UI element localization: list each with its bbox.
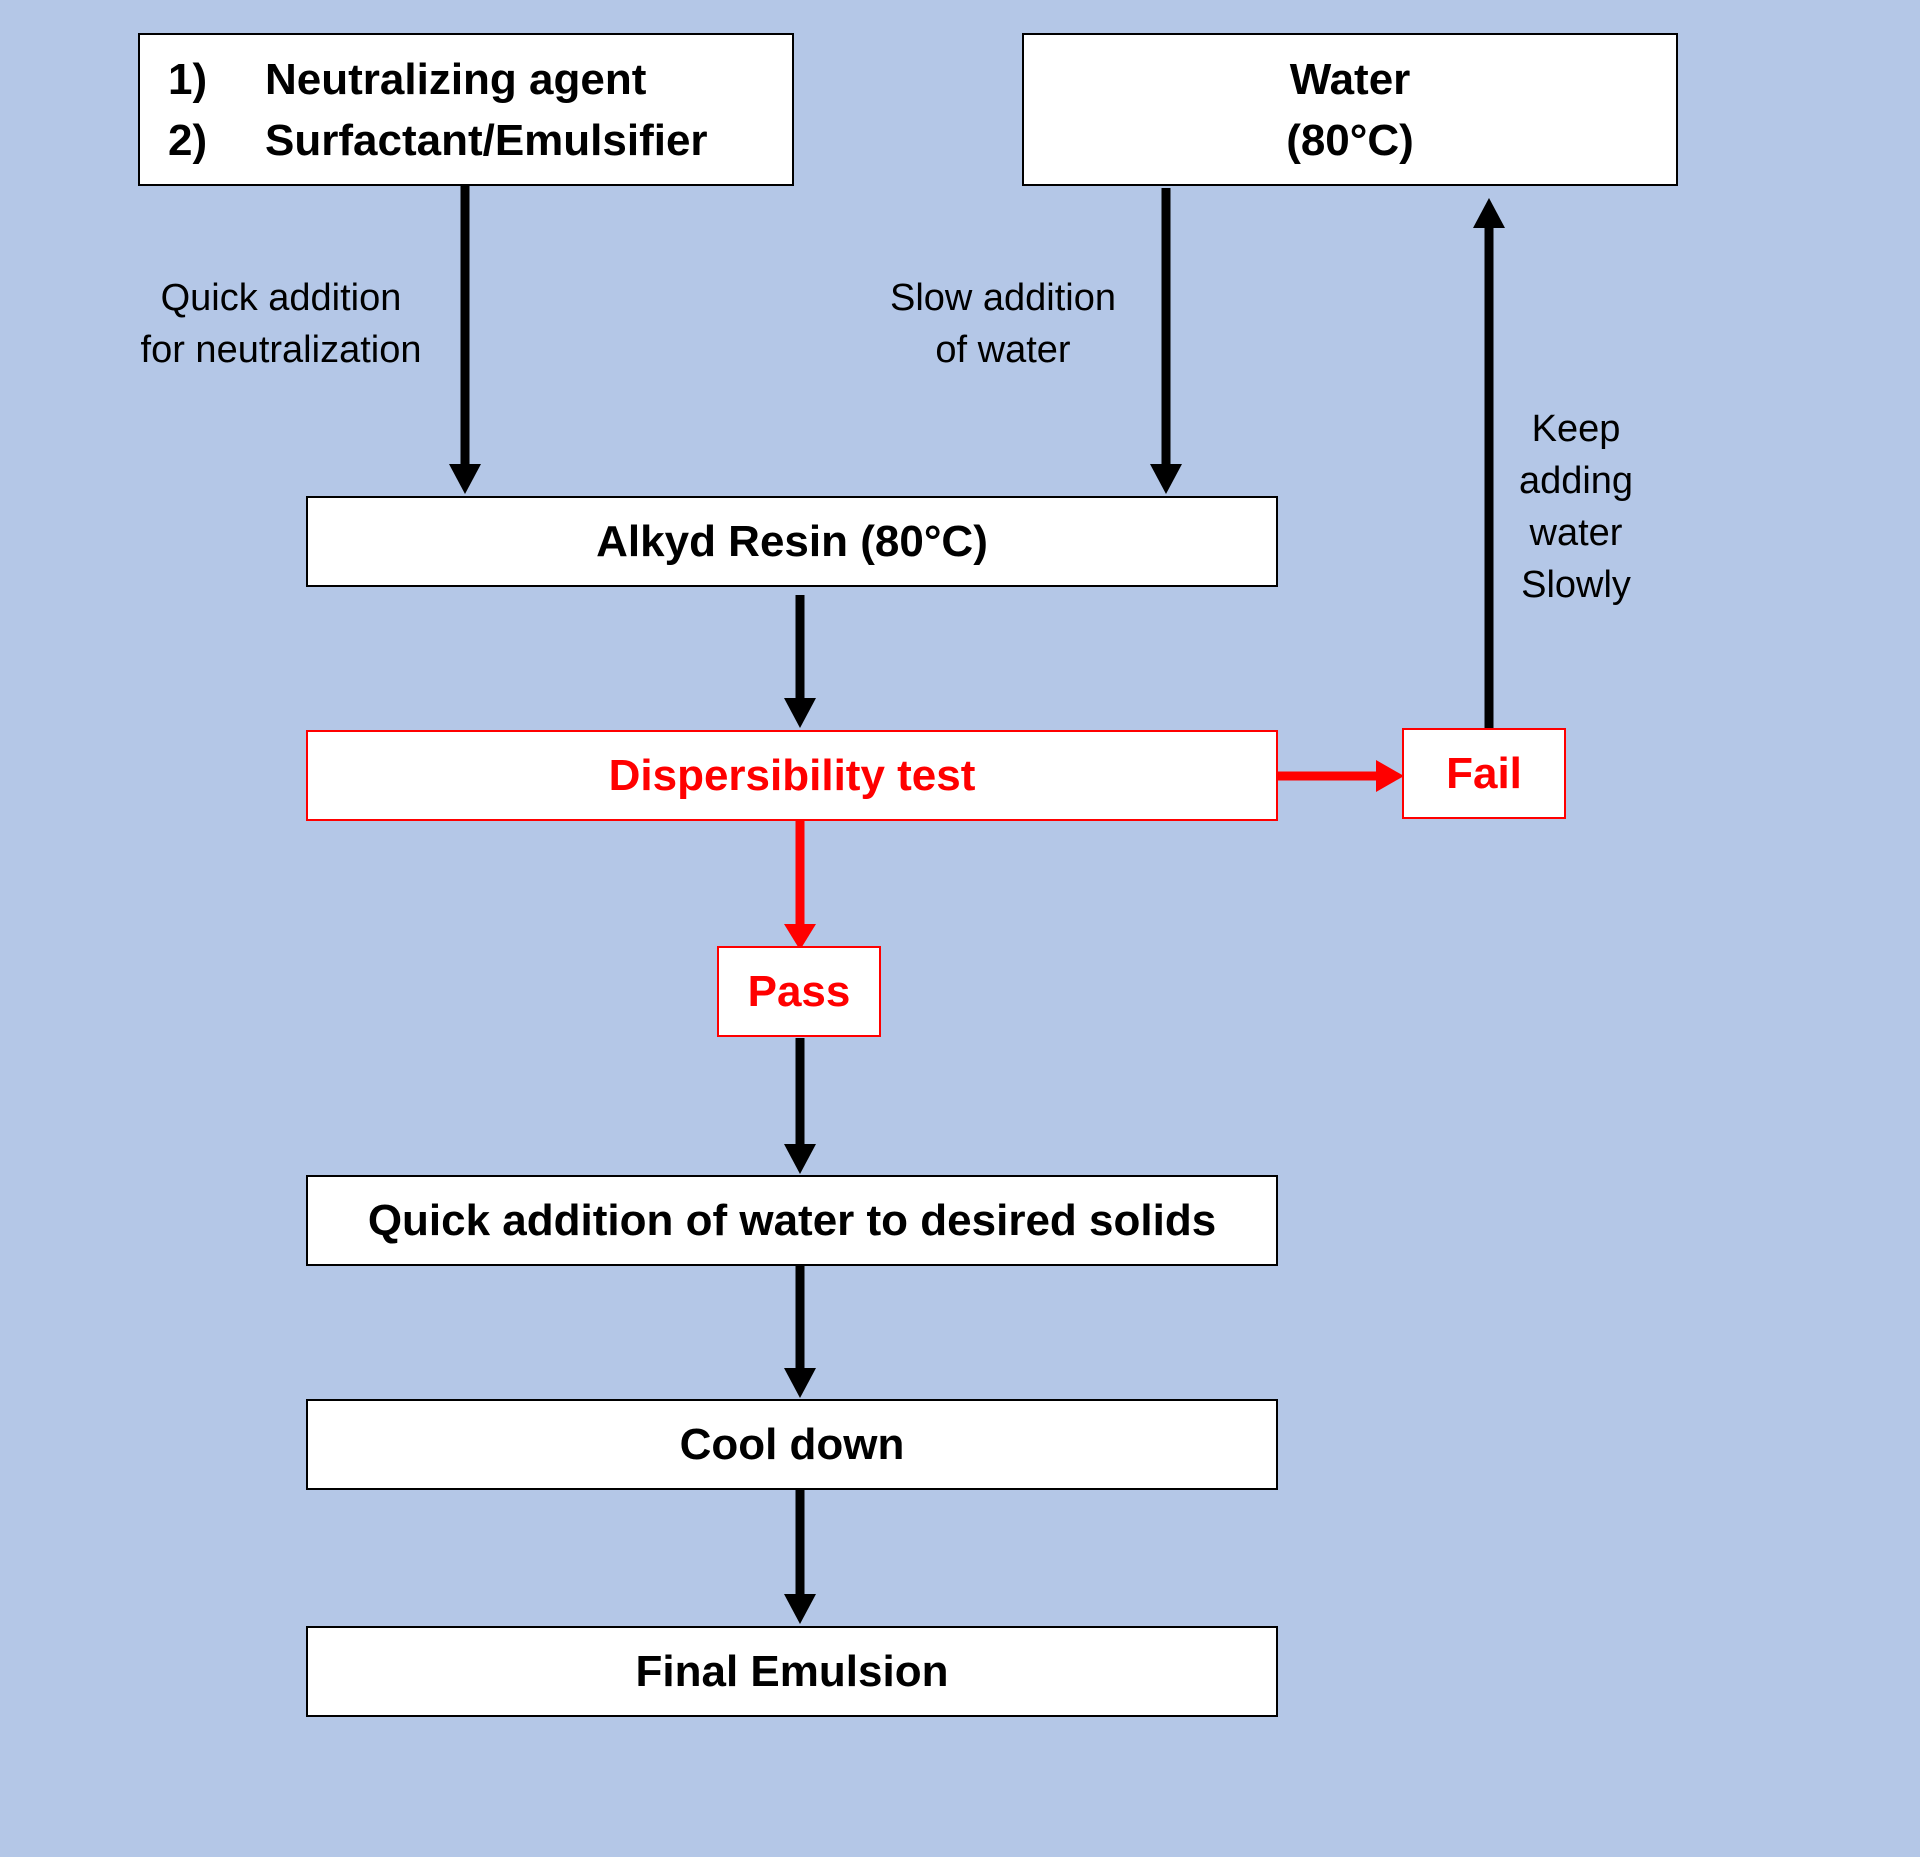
label-line: Keep — [1531, 408, 1621, 450]
cool-down-box: Cool down — [306, 1399, 1278, 1490]
list-item: 1) Neutralizing agent — [168, 49, 708, 110]
label-line: of water — [935, 329, 1071, 371]
arrowhead — [784, 1144, 816, 1174]
quick-water-addition-box: Quick addition of water to desired solid… — [306, 1175, 1278, 1266]
label-line: water — [1529, 512, 1623, 554]
list-text: Surfactant/Emulsifier — [265, 115, 708, 165]
label-line: adding — [1518, 460, 1634, 502]
list-text: Neutralizing agent — [265, 54, 647, 104]
arrowhead — [449, 464, 481, 494]
arrowhead — [784, 1368, 816, 1398]
inputs-list: 1) Neutralizing agent 2) Surfactant/Emul… — [168, 49, 708, 171]
step-label: Cool down — [679, 1419, 905, 1469]
water-label: Water — [1289, 54, 1411, 104]
inputs-box: 1) Neutralizing agent 2) Surfactant/Emul… — [138, 33, 794, 186]
step-label: Fail — [1446, 748, 1522, 798]
step-label: Quick addition of water to desired solid… — [367, 1195, 1217, 1245]
step-label: Dispersibility test — [608, 750, 976, 800]
alkyd-resin-box: Alkyd Resin (80°C) — [306, 496, 1278, 587]
keep-adding-label: Keep adding water Slowly — [1500, 403, 1652, 611]
step-label: Pass — [747, 966, 851, 1016]
label-line: Slow addition — [889, 277, 1117, 319]
label-line: for neutralization — [140, 329, 422, 371]
arrowhead — [784, 924, 816, 950]
slow-addition-label: Slow addition of water — [860, 272, 1146, 376]
list-number: 2) — [168, 115, 208, 165]
step-label: Alkyd Resin (80°C) — [596, 516, 988, 566]
list-number: 1) — [168, 54, 208, 104]
fail-box: Fail — [1402, 728, 1566, 819]
arrowhead — [1376, 760, 1404, 792]
list-item: 2) Surfactant/Emulsifier — [168, 110, 708, 171]
water-box: Water (80°C) — [1022, 33, 1678, 186]
final-emulsion-box: Final Emulsion — [306, 1626, 1278, 1717]
arrowhead — [1150, 464, 1182, 494]
dispersibility-test-box: Dispersibility test — [306, 730, 1278, 821]
quick-addition-label: Quick addition for neutralization — [110, 272, 452, 376]
water-temperature: (80°C) — [1286, 115, 1414, 165]
arrowhead — [784, 698, 816, 728]
label-line: Slowly — [1521, 564, 1631, 606]
pass-box: Pass — [717, 946, 881, 1037]
step-label: Final Emulsion — [635, 1646, 949, 1696]
arrowhead — [1473, 198, 1505, 228]
label-line: Quick addition — [160, 277, 402, 319]
arrowhead — [784, 1594, 816, 1624]
